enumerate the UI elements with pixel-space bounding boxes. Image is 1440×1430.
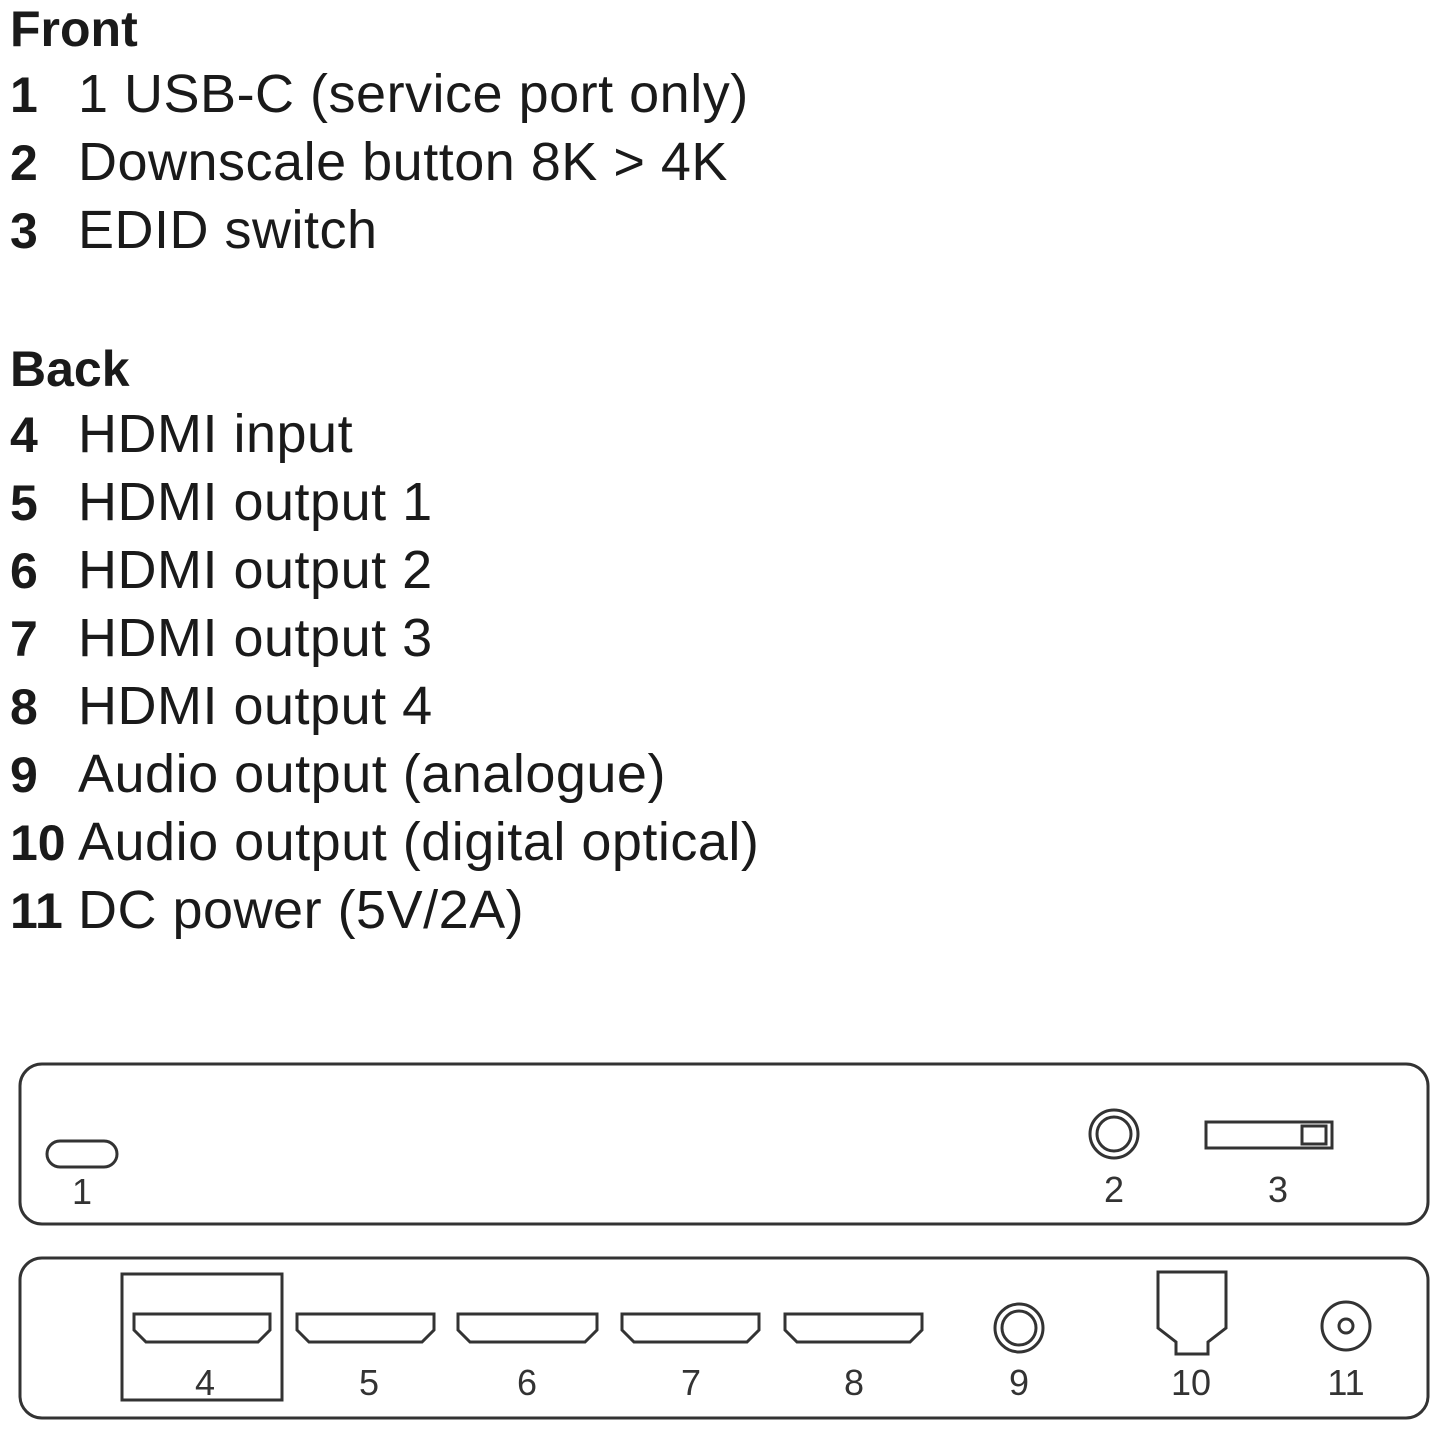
- item-label: Downscale button 8K > 4K: [78, 132, 728, 192]
- front-section: Front 1 1 USB-C (service port only) 2 Do…: [10, 0, 749, 264]
- item-label: HDMI output 1: [78, 472, 433, 532]
- item-number: 8: [10, 679, 38, 735]
- edid-switch-label: 3: [1268, 1169, 1288, 1210]
- item-number: 1: [10, 67, 38, 123]
- item-number: 6: [10, 543, 38, 599]
- front-panel: [18, 1062, 1430, 1226]
- audio-analogue-jack-icon: [993, 1302, 1045, 1354]
- item-number: 9: [10, 747, 38, 803]
- hdmi-output-2-label: 6: [517, 1362, 537, 1403]
- item-number: 4: [10, 407, 38, 463]
- audio-analogue-label: 9: [1009, 1362, 1029, 1403]
- hdmi-output-4-port-icon: [783, 1312, 924, 1344]
- item-number: 3: [10, 203, 38, 259]
- item-label: Audio output (digital optical): [78, 812, 760, 872]
- hdmi-output-1-label: 5: [359, 1362, 379, 1403]
- list-item: 6 HDMI output 2: [10, 536, 759, 604]
- back-heading: Back: [10, 341, 130, 397]
- device-diagram: 1 2 3 4 5 6 7 8 9 10 11: [18, 1062, 1430, 1420]
- usb-c-label: 1: [72, 1171, 92, 1212]
- item-number: 11: [10, 883, 63, 939]
- list-item: 9 Audio output (analogue): [10, 740, 759, 808]
- downscale-button-label: 2: [1104, 1169, 1124, 1210]
- edid-switch-icon: [1204, 1120, 1334, 1150]
- usb-c-port-icon: [45, 1139, 119, 1169]
- item-label: 1 USB-C (service port only): [78, 64, 749, 124]
- hdmi-input-port-icon: [132, 1312, 272, 1344]
- dc-power-port-icon: [1320, 1300, 1372, 1352]
- item-number: 7: [10, 611, 38, 667]
- hdmi-output-4-label: 8: [844, 1362, 864, 1403]
- optical-audio-port-icon: [1156, 1270, 1228, 1356]
- list-item: 11 DC power (5V/2A): [10, 876, 759, 944]
- item-number: 2: [10, 135, 38, 191]
- hdmi-output-3-label: 7: [681, 1362, 701, 1403]
- item-label: HDMI output 2: [78, 540, 433, 600]
- item-number: 10: [10, 815, 66, 871]
- hdmi-output-2-port-icon: [456, 1312, 599, 1344]
- downscale-button-icon: [1088, 1108, 1140, 1160]
- list-item: 7 HDMI output 3: [10, 604, 759, 672]
- item-number: 5: [10, 475, 38, 531]
- item-label: HDMI output 3: [78, 608, 433, 668]
- item-label: HDMI output 4: [78, 676, 433, 736]
- list-item: 10 Audio output (digital optical): [10, 808, 759, 876]
- hdmi-input-label: 4: [195, 1362, 215, 1403]
- back-section: Back 4 HDMI input 5 HDMI output 1 6 HDMI…: [10, 340, 759, 944]
- item-label: Audio output (analogue): [78, 744, 666, 804]
- item-label: DC power (5V/2A): [78, 880, 525, 940]
- optical-audio-label: 10: [1171, 1362, 1211, 1403]
- list-item: 2 Downscale button 8K > 4K: [10, 128, 749, 196]
- list-item: 8 HDMI output 4: [10, 672, 759, 740]
- item-label: EDID switch: [78, 200, 378, 260]
- hdmi-input-highlight: [120, 1272, 284, 1402]
- front-heading: Front: [10, 1, 138, 57]
- list-item: 1 1 USB-C (service port only): [10, 60, 749, 128]
- hdmi-output-3-port-icon: [620, 1312, 761, 1344]
- list-item: 5 HDMI output 1: [10, 468, 759, 536]
- dc-power-label: 11: [1327, 1362, 1364, 1403]
- list-item: 4 HDMI input: [10, 400, 759, 468]
- back-panel: [18, 1256, 1430, 1420]
- hdmi-output-1-port-icon: [295, 1312, 436, 1344]
- list-item: 3 EDID switch: [10, 196, 749, 264]
- item-label: HDMI input: [78, 404, 354, 464]
